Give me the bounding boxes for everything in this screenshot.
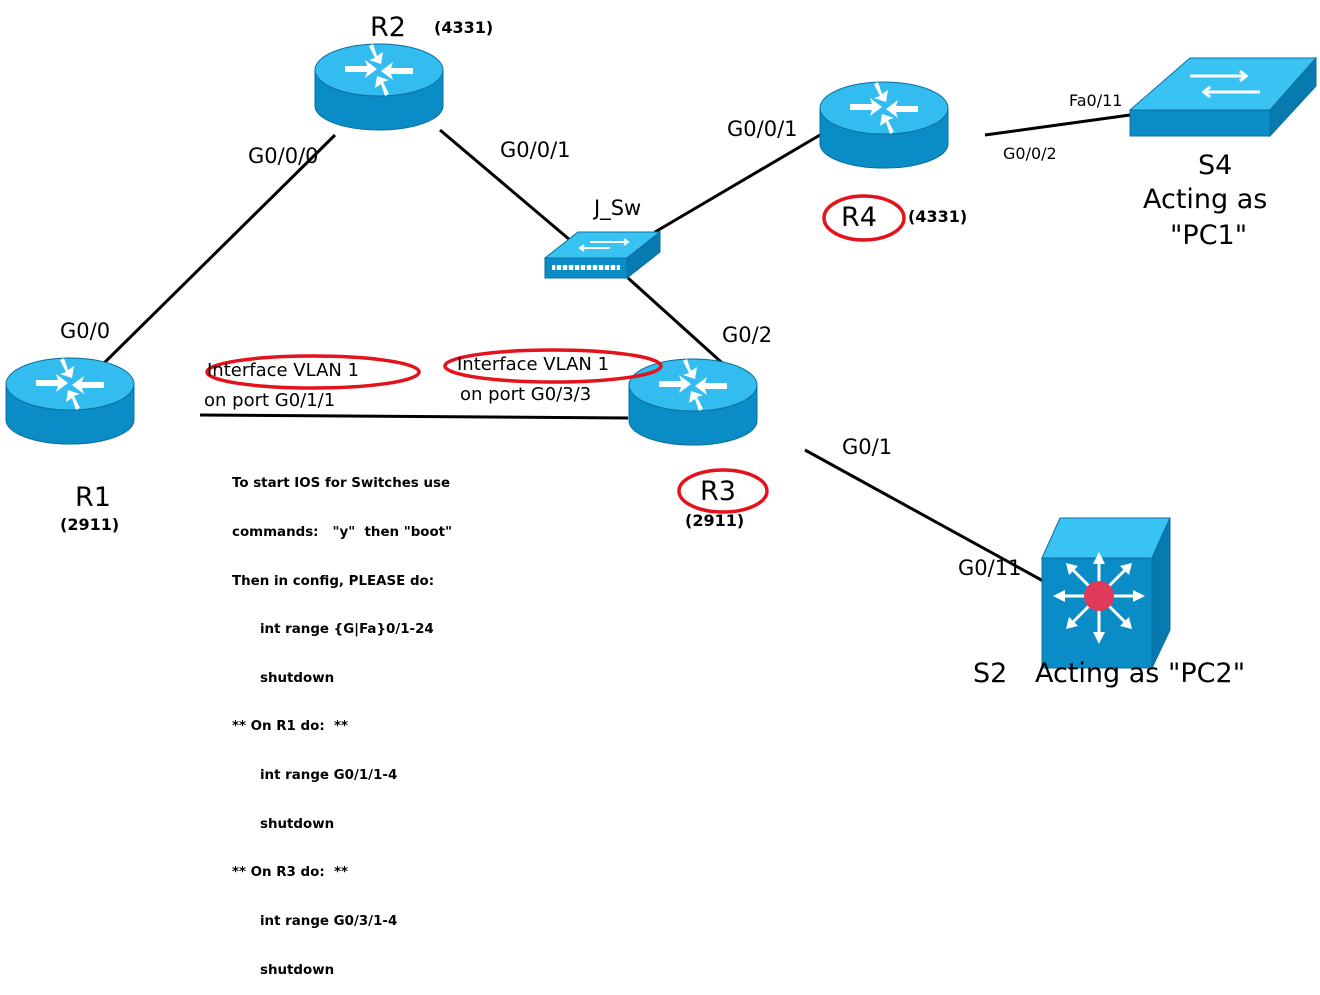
instruction-line: ** On R3 do: ** <box>232 865 349 881</box>
instruction-line: shutdown <box>232 670 335 686</box>
port-r4-g002: G0/0/2 <box>1003 144 1057 163</box>
instructions-note: To start IOS for Switches use commands: … <box>232 444 452 995</box>
link-r1-r3 <box>199 413 629 420</box>
instruction-line: commands: "y" then "boot" <box>232 525 453 541</box>
r1-model: (2911) <box>60 515 120 534</box>
r1-iface-label: Interface VLAN 1 <box>207 360 360 381</box>
link-jsw-r3 <box>626 276 732 372</box>
links <box>93 113 1131 584</box>
router-r4-icon[interactable] <box>820 82 948 168</box>
port-r4-g001: G0/0/1 <box>727 117 798 141</box>
port-r2-g000: G0/0/0 <box>248 144 319 168</box>
highlight-r3 <box>677 468 769 514</box>
s4-role-line1: Acting as <box>1143 184 1268 215</box>
s2-name: S2 <box>973 658 1008 689</box>
r4-model: (4331) <box>908 207 968 226</box>
link-r4-s4 <box>984 113 1131 137</box>
switch-jsw-icon[interactable] <box>543 230 662 280</box>
r3-model: (2911) <box>685 511 745 530</box>
port-s2-g011: G0/11 <box>958 556 1022 580</box>
s4-name: S4 <box>1198 150 1233 181</box>
router-r1-icon[interactable] <box>6 358 134 444</box>
r3-name: R3 <box>700 476 736 507</box>
r1-port-label: on port G0/1/1 <box>204 390 336 411</box>
highlight-r3-iface <box>443 348 663 384</box>
highlight-r4 <box>822 194 906 242</box>
instruction-line: shutdown <box>232 816 335 832</box>
instruction-line: shutdown <box>232 962 335 978</box>
r4-name: R4 <box>841 202 877 233</box>
s4-role-line2: "PC1" <box>1170 220 1248 251</box>
r2-name: R2 <box>370 12 406 43</box>
port-r3-g02: G0/2 <box>722 323 773 347</box>
port-r3-g01: G0/1 <box>842 435 893 459</box>
link-jsw-r4 <box>654 133 821 234</box>
highlight-r1-iface <box>205 354 421 390</box>
instruction-line: To start IOS for Switches use <box>232 476 451 492</box>
link-r1-r2 <box>93 133 337 374</box>
r3-iface-label: Interface VLAN 1 <box>457 354 610 375</box>
instruction-line: Then in config, PLEASE do: <box>232 573 435 589</box>
instruction-line: ** On R1 do: ** <box>232 719 349 735</box>
link-r3-s2 <box>804 448 1046 584</box>
link-r2-jsw <box>439 128 571 242</box>
r2-model: (4331) <box>434 18 494 37</box>
s2-role: Acting as "PC2" <box>1035 658 1246 689</box>
instruction-line: int range G0/1/1-4 <box>232 768 398 784</box>
jsw-name: J_Sw <box>594 196 642 220</box>
r3-port-label: on port G0/3/3 <box>460 384 592 405</box>
router-r2-icon[interactable] <box>315 44 443 130</box>
switch-s4-icon[interactable] <box>1128 56 1318 138</box>
port-r1-g00: G0/0 <box>60 319 111 343</box>
network-topology-diagram <box>0 0 1318 669</box>
instruction-line: int range G0/3/1-4 <box>232 913 398 929</box>
port-s4-fa011: Fa0/11 <box>1069 91 1123 110</box>
instruction-line: int range {G|Fa}0/1-24 <box>232 622 434 638</box>
port-r2-g001: G0/0/1 <box>500 138 571 162</box>
switch-s2-icon[interactable] <box>1041 517 1171 669</box>
r1-name: R1 <box>75 482 111 513</box>
highlights <box>205 194 906 514</box>
